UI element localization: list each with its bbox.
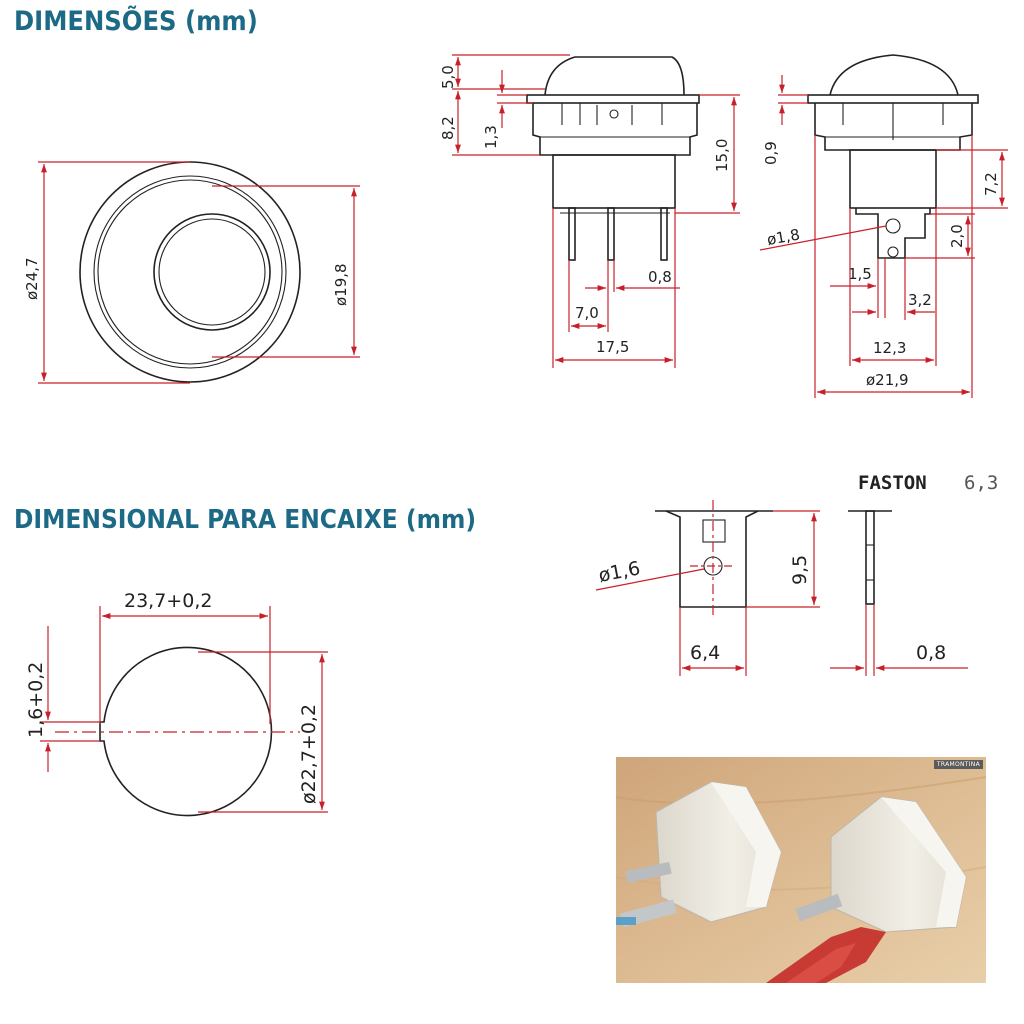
cutout-diameter-label: ø22,7+0,2 bbox=[298, 704, 320, 804]
faston-size: 6,3 bbox=[964, 472, 998, 494]
width-label: 17,5 bbox=[596, 338, 629, 356]
faston-title: FASTON bbox=[858, 472, 927, 494]
flange-thickness-label: 0,9 bbox=[762, 141, 780, 165]
terminal-length-label: 7,2 bbox=[982, 172, 1000, 196]
panel-cutout: 23,7+0,2 1,6+0,2 ø22,7+0,2 bbox=[25, 590, 328, 817]
faston-detail: FASTON 6,3 ø1,6 9,5 6,4 0,8 bbox=[595, 472, 998, 676]
body-width-label: 12,3 bbox=[873, 339, 906, 357]
cutout-width-label: 23,7+0,2 bbox=[124, 590, 212, 612]
front-inner-diameter-label: ø19,8 bbox=[332, 263, 350, 306]
terminal-spacing-label: 7,0 bbox=[575, 304, 599, 322]
terminal-thickness-label: 0,8 bbox=[648, 268, 672, 286]
terminal-width-label: 3,2 bbox=[908, 291, 932, 309]
side-view: 5,0 8,2 1,3 15,0 7,0 0,8 17,5 bbox=[439, 54, 740, 368]
end-view: 0,9 7,2 2,0 ø1,8 1,5 3,2 12,3 ø21,9 bbox=[759, 54, 1008, 398]
rocker-height-label: 5,0 bbox=[439, 65, 457, 89]
fitting-dimensions-heading: DIMENSIONAL PARA ENCAIXE (mm) bbox=[14, 505, 477, 535]
faston-length-label: 9,5 bbox=[789, 555, 811, 585]
front-view: ø24,7 ø19,8 bbox=[23, 161, 360, 384]
faston-width-label: 6,4 bbox=[690, 642, 720, 664]
switch-photo-illustration bbox=[616, 757, 986, 983]
total-height-label: 15,0 bbox=[713, 139, 731, 172]
product-photo: TRAMONTINA bbox=[616, 757, 986, 983]
brand-watermark: TRAMONTINA bbox=[933, 760, 983, 769]
hole-diameter-label: ø1,8 bbox=[766, 225, 802, 248]
flange-label: 1,3 bbox=[482, 125, 500, 149]
terminal-left-label: 1,5 bbox=[848, 265, 872, 283]
front-outer-diameter-label: ø24,7 bbox=[23, 257, 41, 300]
dimensions-heading: DIMENSÕES (mm) bbox=[14, 6, 258, 37]
flange-diameter-label: ø21,9 bbox=[866, 371, 909, 389]
cutout-notch-label: 1,6+0,2 bbox=[25, 662, 47, 738]
faston-thickness-label: 0,8 bbox=[916, 642, 946, 664]
body-height-label: 8,2 bbox=[439, 116, 457, 140]
hole-offset-label: 2,0 bbox=[948, 224, 966, 248]
